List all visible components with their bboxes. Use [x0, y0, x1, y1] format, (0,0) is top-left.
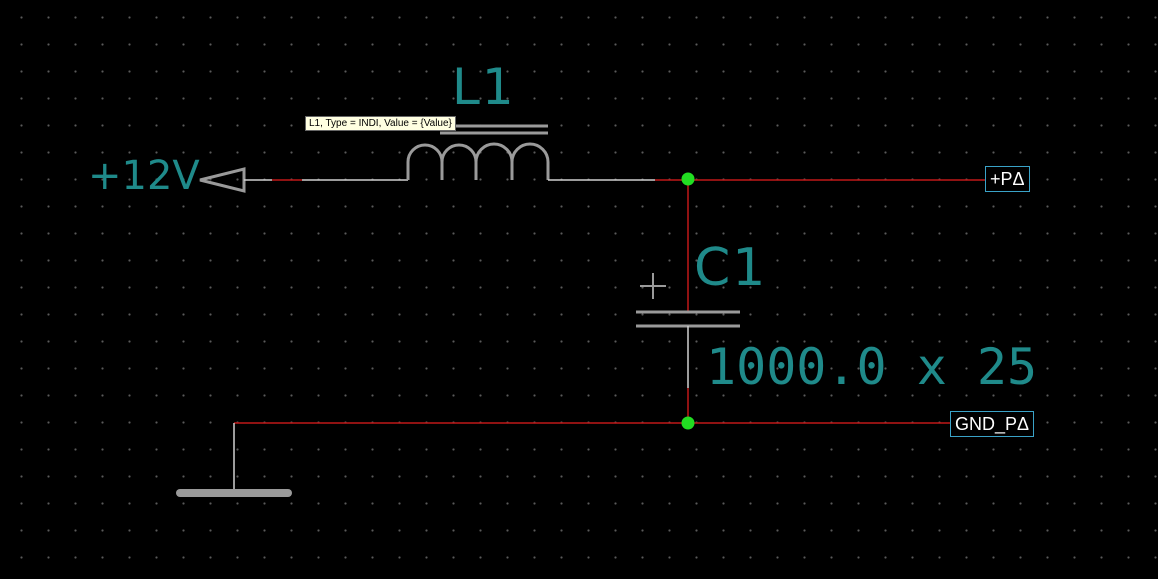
power-label[interactable]: +12V [88, 153, 200, 199]
capacitor-c1-icon[interactable] [636, 273, 740, 388]
inductor-l1-icon[interactable] [406, 124, 550, 180]
power-arrow-icon[interactable] [199, 167, 272, 193]
inductor-designator[interactable]: L1 [452, 58, 516, 116]
port-pa[interactable]: +PΔ [985, 166, 1030, 192]
capacitor-designator[interactable]: C1 [694, 238, 768, 298]
junction-dot-top[interactable] [681, 172, 695, 186]
junction-dot-bottom[interactable] [681, 416, 695, 430]
capacitor-value[interactable]: 1000.0 x 25 [706, 338, 1038, 396]
inductor-tooltip: L1, Type = INDI, Value = {Value} [305, 116, 456, 131]
port-gnd-pa[interactable]: GND_PΔ [950, 411, 1035, 437]
